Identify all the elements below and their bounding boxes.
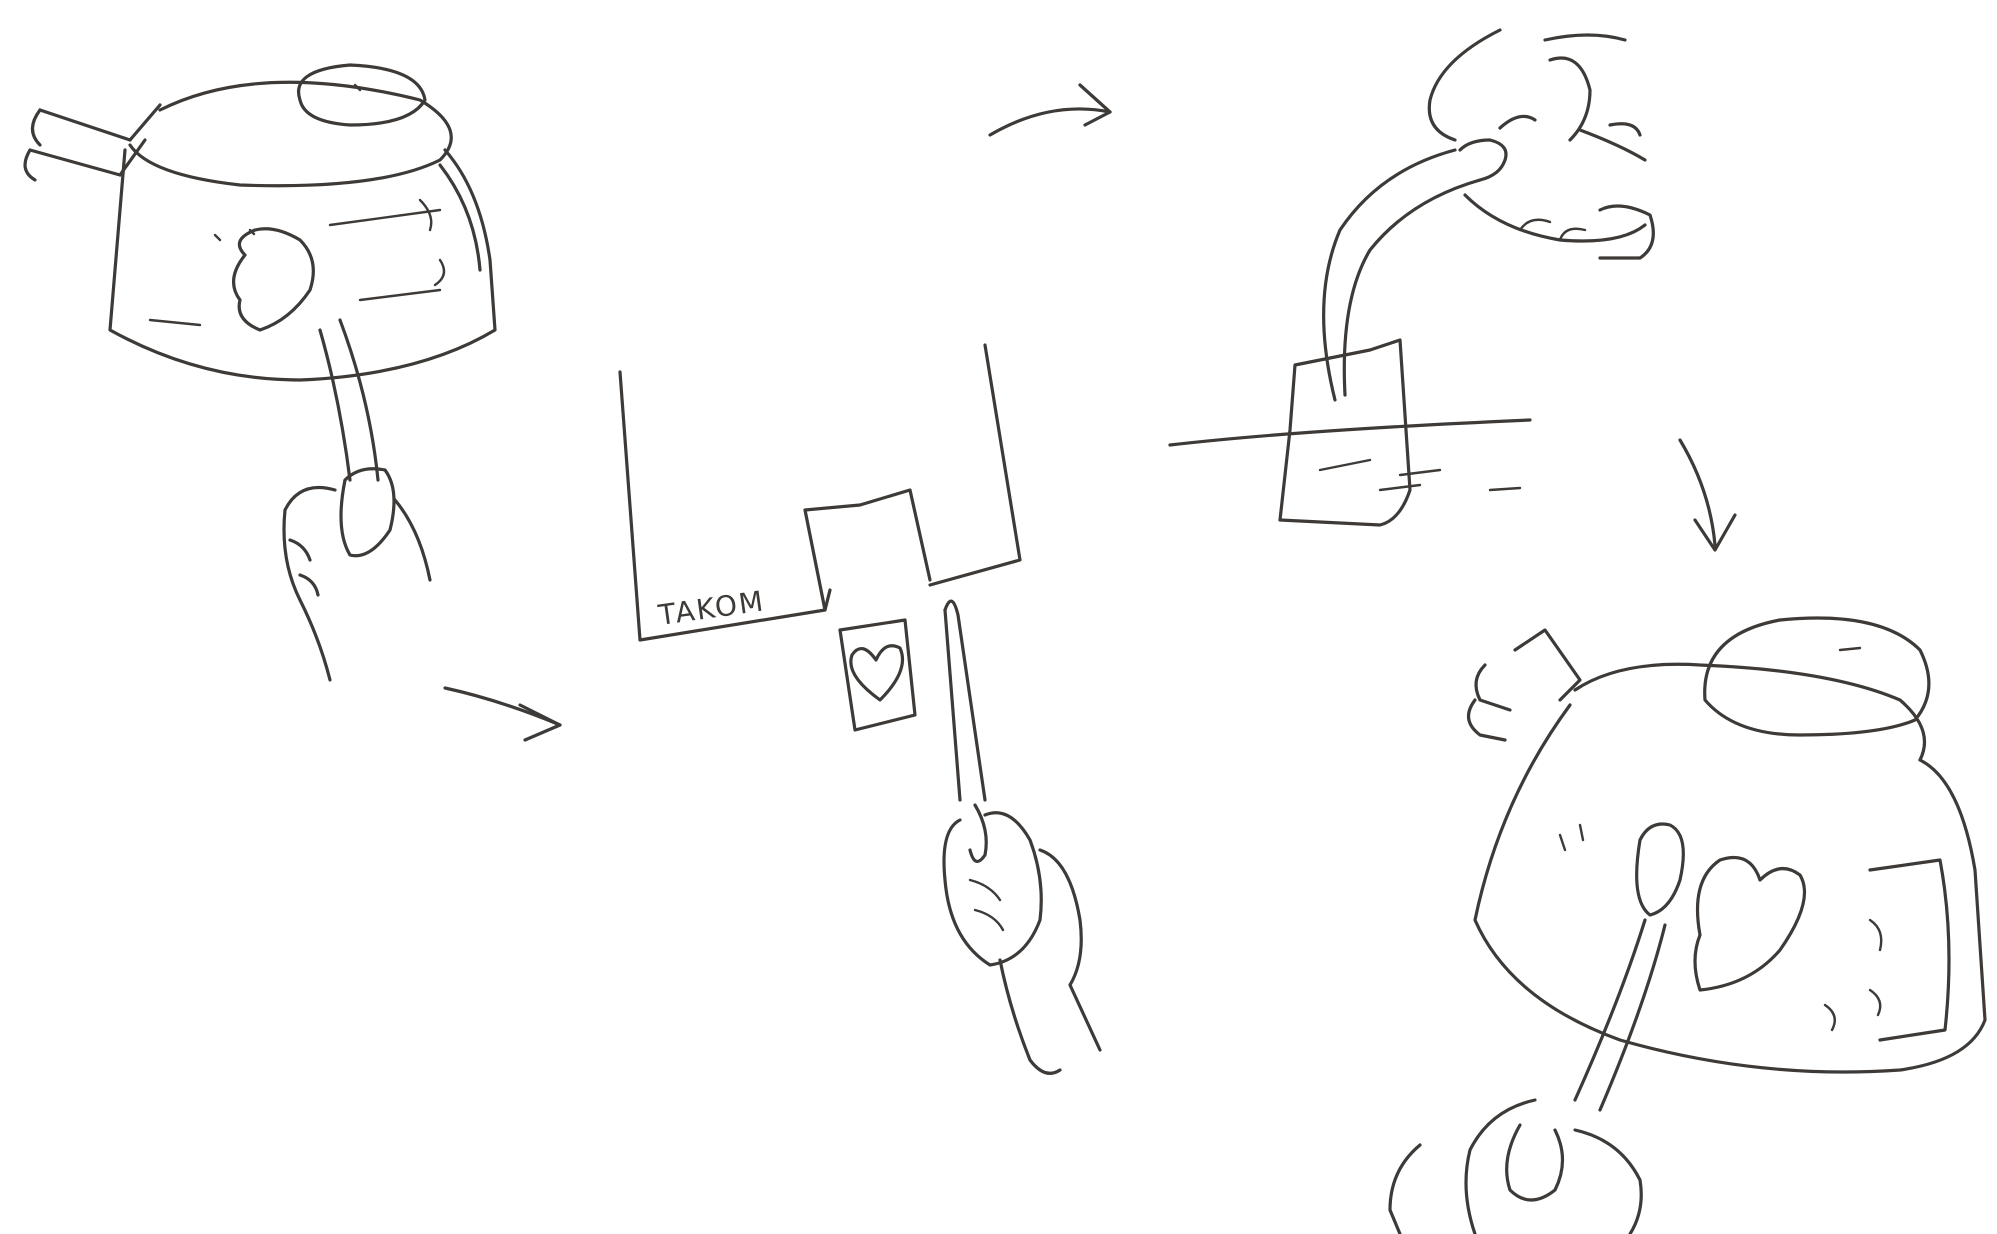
step-arrow — [443, 686, 562, 742]
step-4-decal-applied — [1388, 616, 1987, 1234]
hand-holding-swab — [282, 467, 432, 682]
hand-holding-swab — [1388, 1098, 1643, 1234]
wet-cotton-swab — [232, 227, 380, 482]
decal-in-water — [1278, 338, 1412, 527]
water-dish — [1168, 418, 1532, 492]
wet-cotton-swab — [1573, 822, 1685, 1112]
step-3-decal-soaking — [1168, 28, 1655, 527]
step-arrow — [1678, 438, 1737, 552]
hand-holding-tweezers — [1427, 28, 1655, 260]
box-label: TAKOM — [655, 584, 767, 632]
step-arrow — [988, 83, 1112, 137]
tank-turret-sketch — [23, 63, 497, 382]
tweezers-icon — [1322, 114, 1537, 402]
heart-decal — [1693, 855, 1807, 992]
scissors-icon — [943, 599, 988, 863]
heart-decal — [838, 618, 917, 732]
step-1-turret-wetting — [23, 63, 497, 682]
decal-applied-turret — [1467, 616, 1987, 1074]
step-2-decal-cutting: TAKOM — [618, 343, 1102, 1075]
decal-box: TAKOM — [618, 343, 1022, 642]
hand-holding-scissors — [942, 811, 1102, 1075]
